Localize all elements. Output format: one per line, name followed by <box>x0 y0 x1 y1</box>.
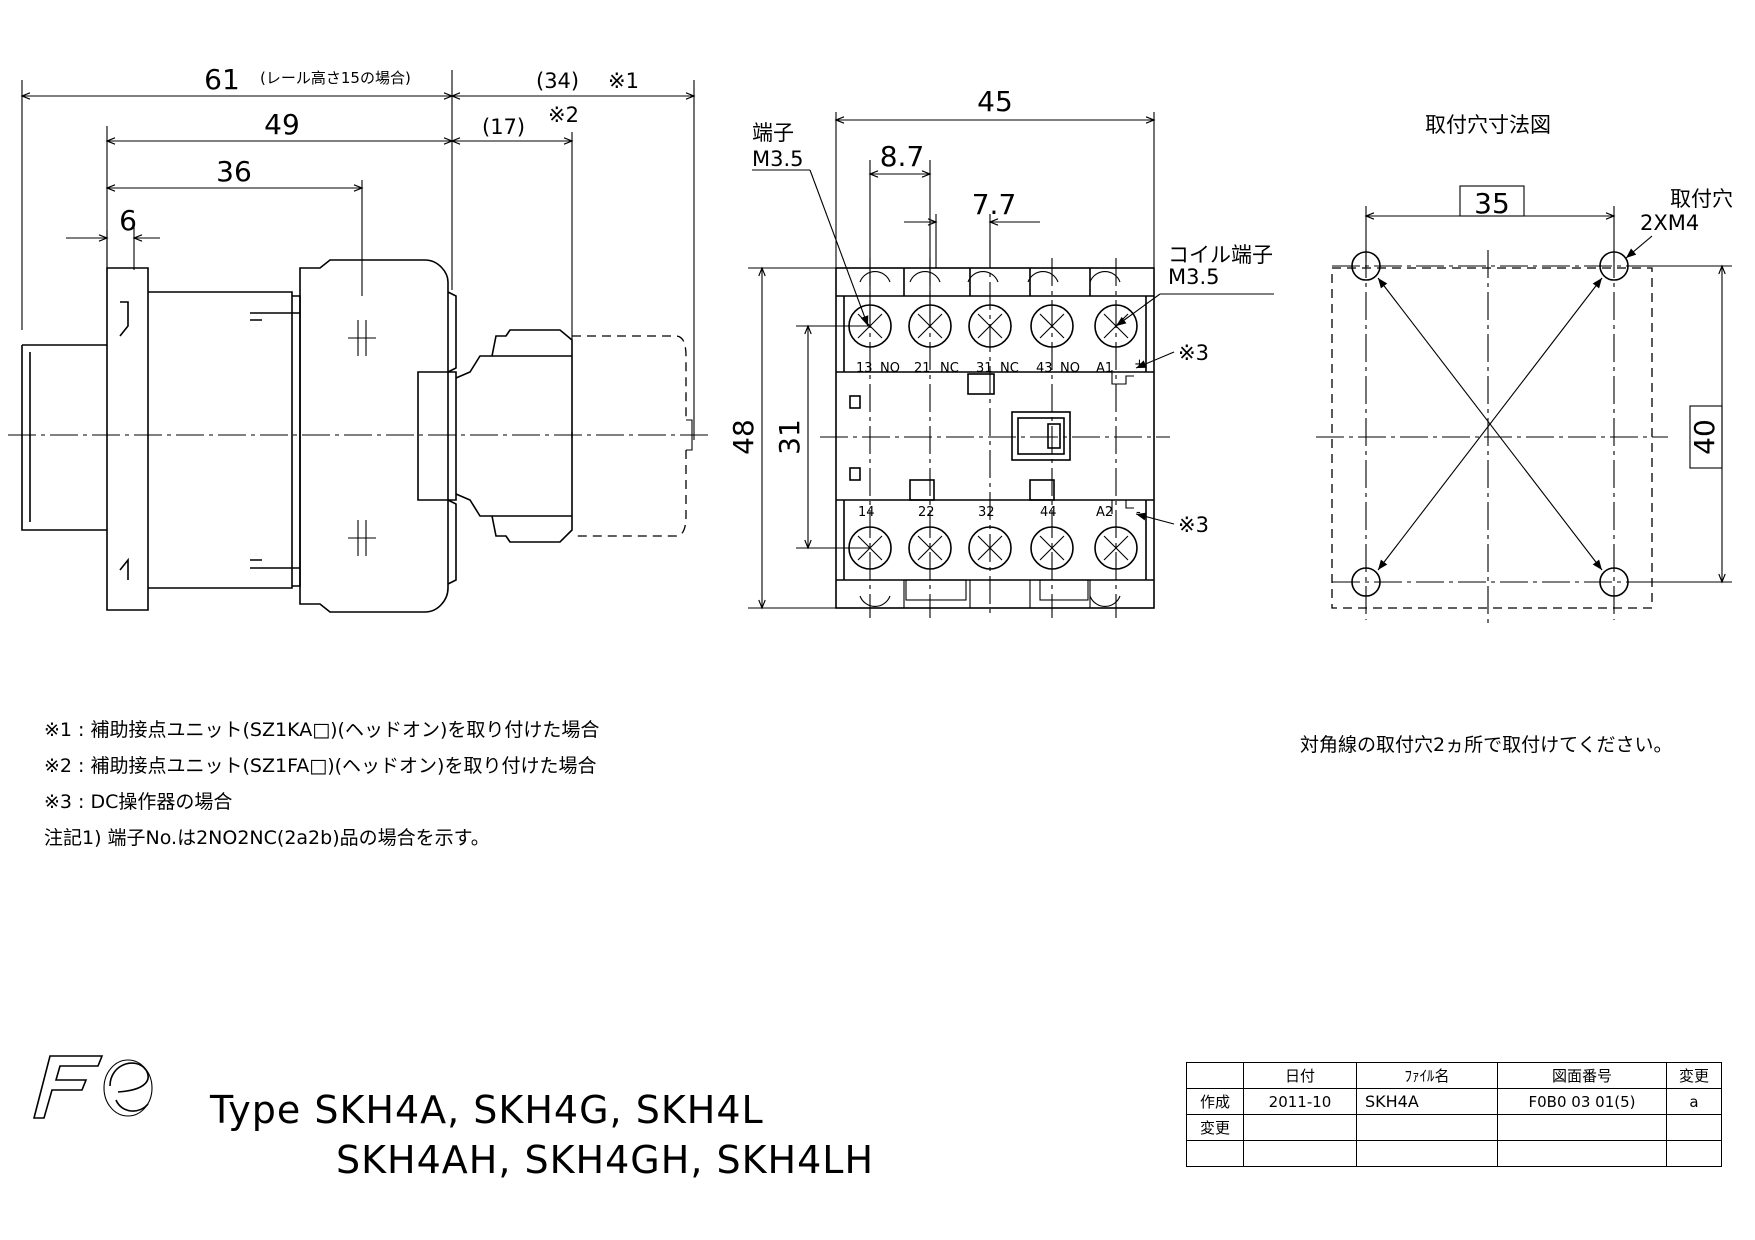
dim-body: 49 <box>264 108 300 141</box>
notes: ※1 : 補助接点ユニット(SZ1KA□)(ヘッドオン)を取り付けた場合 ※2 … <box>44 712 804 856</box>
side-view: 61 (レール高さ15の場合) (34) ※1 49 (17) ※2 36 6 <box>8 63 712 613</box>
mounting-view: 取付穴寸法図 35 40 取付穴 2XM4 <box>1316 113 1733 626</box>
coil-terminal-size: M3.5 <box>1168 265 1220 289</box>
dim-terminal-span: 31 <box>773 419 806 455</box>
dim-x: 35 <box>1474 187 1510 220</box>
svg-text:NC: NC <box>940 361 959 376</box>
mount-hole-tr <box>1599 251 1629 281</box>
svg-text:44: 44 <box>1040 505 1057 520</box>
ref-note3-top: ※3 <box>1178 341 1209 365</box>
svg-text:NC: NC <box>1000 361 1019 376</box>
type-line-2: SKH4AH, SKH4GH, SKH4LH <box>336 1138 875 1182</box>
svg-text:A2: A2 <box>1096 505 1113 520</box>
dim-total-note: (レール高さ15の場合) <box>260 69 411 87</box>
note-2: ※2 : 補助接点ユニット(SZ1FA□)(ヘッドオン)を取り付けた場合 <box>44 755 597 777</box>
svg-text:13: 13 <box>856 361 873 376</box>
hdr-drawing-no: 図面番号 <box>1497 1062 1667 1089</box>
svg-text:NO: NO <box>1060 361 1080 376</box>
svg-text:-: - <box>1136 505 1141 520</box>
svg-text:31: 31 <box>976 361 993 376</box>
terminal-labels-bottom: 14 22 32 44 A2 - <box>858 505 1141 520</box>
svg-text:43: 43 <box>1036 361 1053 376</box>
front-view: 45 8.7 7.7 48 31 端子 M3.5 コイル端子 M3.5 <box>727 85 1274 618</box>
dim-addon2: (17) <box>482 115 525 139</box>
row-changed-label: 変更 <box>1186 1114 1244 1141</box>
created-date: 2011-10 <box>1243 1088 1357 1115</box>
note-3: ※3 : DC操作器の場合 <box>44 791 233 813</box>
svg-text:21: 21 <box>914 361 931 376</box>
svg-text:32: 32 <box>978 505 995 520</box>
coil-terminal-label: コイル端子 <box>1168 243 1273 267</box>
svg-text:A1: A1 <box>1096 361 1113 376</box>
created-drawing-no: F0B0 03 01(5) <box>1497 1088 1667 1115</box>
created-file: SKH4A <box>1356 1088 1498 1115</box>
ref-note1: ※1 <box>608 69 639 93</box>
terminal-labels-top: 13 NO 21 NC 31 NC 43 NO A1 + <box>856 357 1145 376</box>
note-4: 注記1) 端子No.は2NO2NC(2a2b)品の場合を示す。 <box>44 827 490 849</box>
svg-text:NO: NO <box>880 361 900 376</box>
dim-rail: 6 <box>119 204 137 237</box>
dim-addon1: (34) <box>536 69 579 93</box>
dim-width: 45 <box>977 85 1013 118</box>
terminal-size: M3.5 <box>752 147 804 171</box>
mount-hole-br <box>1599 567 1629 597</box>
mount-hole-tl <box>1351 251 1381 281</box>
terminal-screws-top <box>848 304 1138 348</box>
row-created-label: 作成 <box>1186 1088 1244 1115</box>
dim-total: 61 <box>204 63 240 96</box>
terminal-label: 端子 <box>752 121 794 145</box>
hdr-file: ﾌｧｲﾙ名 <box>1356 1062 1498 1089</box>
hole-label: 取付穴 <box>1670 187 1733 211</box>
hdr-date: 日付 <box>1243 1062 1357 1089</box>
note-1: ※1 : 補助接点ユニット(SZ1KA□)(ヘッドオン)を取り付けた場合 <box>44 719 600 741</box>
mounting-note: 対角線の取付穴2ヵ所で取付けてください。 <box>1300 734 1673 756</box>
type-line-1: Type SKH4A, SKH4G, SKH4L <box>210 1088 764 1132</box>
dim-mount: 36 <box>216 155 252 188</box>
dim-pitch2: 7.7 <box>972 188 1017 221</box>
terminal-screws-bottom <box>848 526 1138 570</box>
dim-y: 40 <box>1688 419 1721 455</box>
ref-note2: ※2 <box>548 103 579 127</box>
hole-spec: 2XM4 <box>1640 211 1699 235</box>
mounting-title: 取付穴寸法図 <box>1425 113 1551 137</box>
dim-pitch1: 8.7 <box>880 140 925 173</box>
svg-text:22: 22 <box>918 505 935 520</box>
svg-text:14: 14 <box>858 505 875 520</box>
hdr-change: 変更 <box>1666 1062 1722 1089</box>
fuji-electric-logo <box>32 1055 153 1119</box>
mount-hole-bl <box>1351 567 1381 597</box>
dim-height: 48 <box>727 419 760 455</box>
title-block: 日付 ﾌｧｲﾙ名 図面番号 変更 作成 2011-10 SKH4A F0B0 0… <box>1186 1062 1722 1167</box>
created-change: a <box>1666 1088 1722 1115</box>
ref-note3-bottom: ※3 <box>1178 513 1209 537</box>
